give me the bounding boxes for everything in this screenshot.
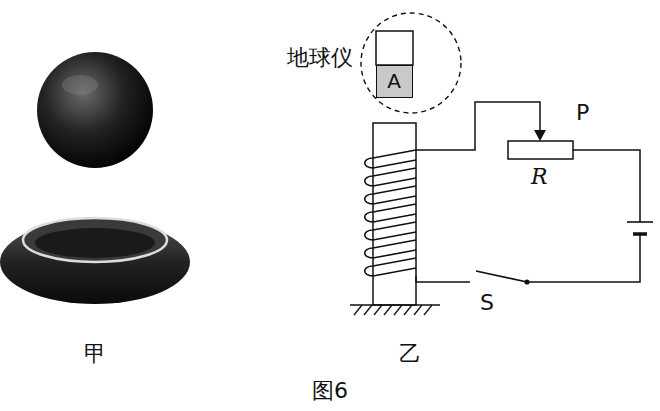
component-label: P (576, 102, 589, 124)
iron-core (373, 123, 416, 305)
component-label: S (480, 292, 494, 314)
slider-arrow (534, 130, 546, 141)
figure-label: 图6 (312, 380, 348, 402)
battery (627, 222, 653, 234)
coil (365, 150, 416, 276)
switch (476, 271, 529, 284)
levitating-globe-photo (0, 52, 190, 304)
figure-label: 甲 (84, 343, 106, 365)
wire (416, 102, 640, 282)
figure-label: 乙 (399, 343, 421, 365)
ground (350, 305, 440, 315)
rheostat (508, 141, 573, 159)
component-label: R (531, 166, 548, 188)
magnet-label: A (387, 71, 401, 91)
dashed-circle (359, 11, 463, 115)
globe-label: 地球仪 (287, 47, 353, 69)
magnet-box: A (376, 65, 413, 98)
globe-callout: 地球仪A (359, 11, 463, 115)
